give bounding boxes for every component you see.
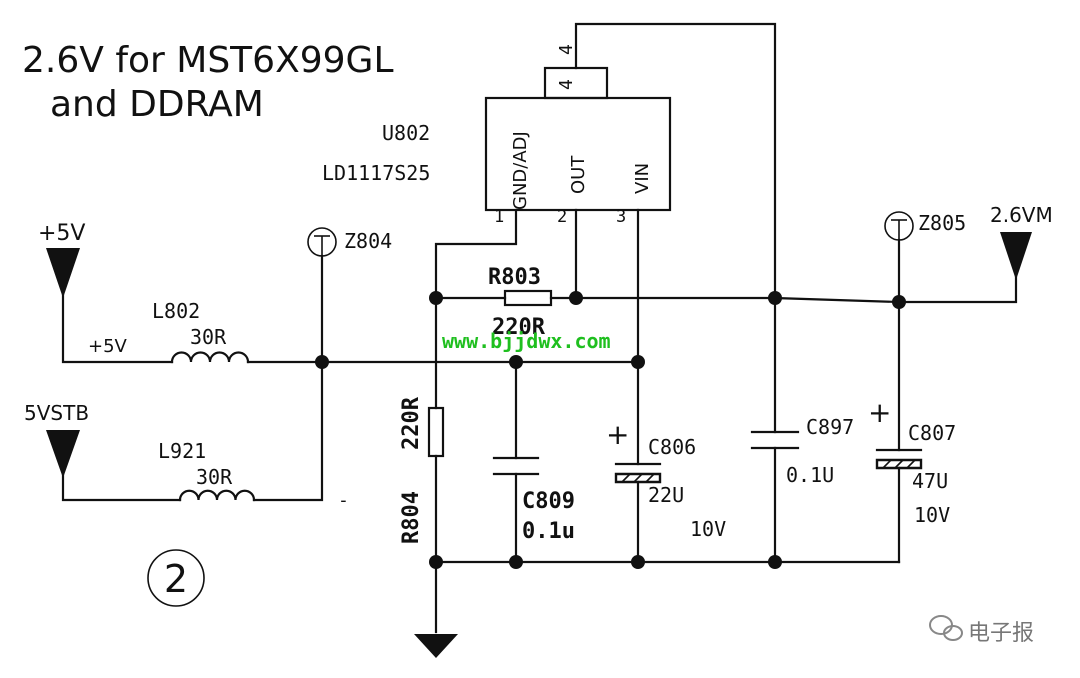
credit: 电子报 — [929, 615, 1034, 646]
inductor-l921-value: 30R — [196, 465, 233, 489]
junction-dot — [768, 291, 782, 305]
inductor-l802-ref: L802 — [152, 299, 200, 323]
pin1-number: 1 — [494, 207, 504, 227]
capacitor-c807: + C807 47U 10V — [868, 396, 956, 527]
resistor-r803: R803 220R — [488, 265, 553, 340]
dash-mark: - — [338, 490, 349, 511]
capacitor-c897-value: 0.1U — [786, 463, 834, 487]
junction-dot — [429, 291, 443, 305]
junction-dot — [768, 555, 782, 569]
title-line-2: and DDRAM — [50, 84, 264, 125]
pin2-number: 2 — [557, 207, 567, 227]
ground-symbol — [414, 634, 458, 658]
capacitor-c806-voltage: 10V — [690, 517, 726, 541]
regulator-ref: U802 — [382, 121, 430, 145]
title-line-1: 2.6V for MST6X99GL — [22, 40, 394, 81]
capacitor-c809-ref: C809 — [522, 489, 575, 514]
regulator-u802: 4 4 GND/ADJ OUT VIN 1 2 3 U802 LD1117S25 — [322, 44, 672, 227]
inductor-l802: L802 30R — [152, 299, 250, 364]
figure-number-text: 2 — [164, 557, 188, 601]
junction-dot — [315, 355, 329, 369]
junction-dot — [509, 555, 523, 569]
capacitor-c807-ref: C807 — [908, 421, 956, 445]
watermark: www.bjjdwx.com — [442, 329, 611, 353]
tab-pin-label: 4 — [556, 79, 577, 90]
capacitor-c807-value: 47U — [912, 469, 948, 493]
junctions — [315, 291, 906, 569]
test-point-z805-label: Z805 — [918, 211, 966, 235]
plus5v-label: +5V — [38, 221, 85, 246]
test-point-z804: Z804 — [307, 227, 392, 257]
capacitor-c897-ref: C897 — [806, 415, 854, 439]
capacitor-c806-polarity: + — [606, 418, 629, 451]
junction-dot — [631, 555, 645, 569]
junction-dot — [631, 355, 645, 369]
capacitor-c806: + C806 22U 10V — [606, 418, 726, 541]
capacitor-c809: C809 0.1u — [492, 456, 575, 544]
wires — [61, 22, 1018, 634]
capacitor-c809-value: 0.1u — [522, 519, 575, 544]
output-rail-label: 2.6VM — [990, 203, 1053, 227]
resistor-r803-ref: R803 — [488, 265, 541, 290]
standby-input-arrow — [46, 430, 80, 478]
junction-dot — [429, 555, 443, 569]
junction-dot — [892, 295, 906, 309]
tab-pin-top-label: 4 — [556, 44, 577, 55]
resistor-r804: 220R R804 — [399, 396, 445, 544]
inductor-l921: L921 30R — [158, 439, 256, 502]
figure-number: 2 — [147, 549, 205, 607]
resistor-r804-value: 220R — [399, 396, 424, 450]
credit-text: 电子报 — [968, 621, 1034, 646]
junction-dot — [509, 355, 523, 369]
regulator-part: LD1117S25 — [322, 161, 430, 185]
inductor-l802-value: 30R — [190, 325, 227, 349]
pin3-name: VIN — [632, 163, 653, 194]
test-point-z804-label: Z804 — [344, 229, 392, 253]
capacitor-c807-polarity: + — [868, 396, 891, 429]
output-rail-arrow — [1000, 232, 1032, 280]
junction-dot — [569, 291, 583, 305]
capacitor-c897: C897 0.1U — [750, 415, 854, 487]
pin3-number: 3 — [616, 207, 626, 227]
test-point-z805: Z805 — [884, 211, 966, 241]
plus5v-net-label: +5V — [88, 336, 128, 357]
standby-label: 5VSTB — [24, 401, 89, 425]
pin1-name: GND/ADJ — [510, 131, 531, 210]
pin2-name: OUT — [568, 155, 589, 194]
capacitor-c807-voltage: 10V — [914, 503, 950, 527]
resistor-r804-ref: R804 — [399, 491, 424, 544]
inductor-l921-ref: L921 — [158, 439, 206, 463]
capacitor-c806-value: 22U — [648, 483, 684, 507]
capacitor-c806-ref: C806 — [648, 435, 696, 459]
wechat-icon — [929, 615, 963, 641]
resistor-r803-value: 220R — [492, 315, 546, 340]
plus5v-input-arrow — [46, 248, 80, 298]
